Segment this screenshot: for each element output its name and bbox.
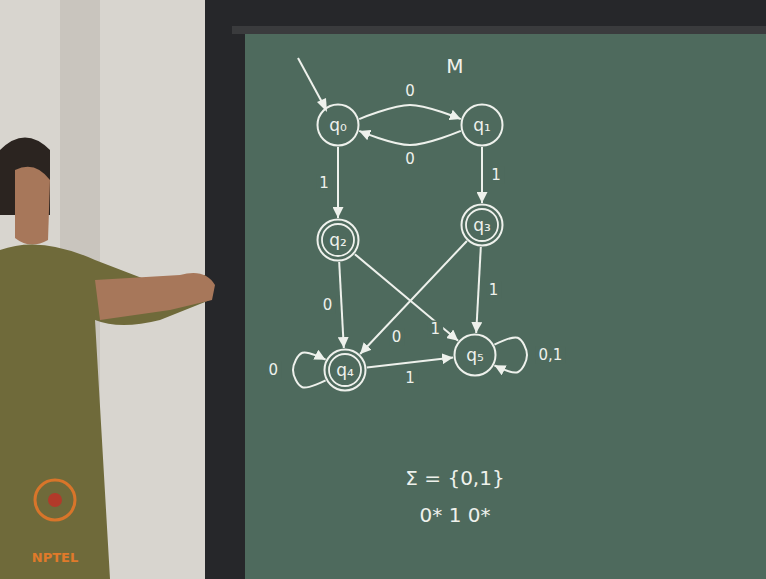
transition-label: 1 xyxy=(316,174,332,191)
state-name: q₃ xyxy=(473,217,491,234)
transition-arrow xyxy=(367,358,453,368)
diagram-title: M xyxy=(446,55,463,77)
transition-arrow xyxy=(293,352,326,387)
accepting-state: q₃ xyxy=(460,203,504,247)
watermark: NPTEL xyxy=(32,551,78,565)
transition-label: 0 xyxy=(402,151,418,168)
start-arrow xyxy=(298,58,323,104)
accepting-ring xyxy=(322,224,354,256)
transition-label: 0 xyxy=(402,83,418,100)
state-ring xyxy=(462,205,503,246)
transition-label: 0 xyxy=(320,297,336,314)
state-ring xyxy=(318,105,359,146)
logo-ring xyxy=(35,480,75,520)
state-circle: q₅ xyxy=(453,333,497,377)
transition-label: 1 xyxy=(486,282,502,299)
state-name: q₁ xyxy=(473,117,491,134)
accepting-state: q₂ xyxy=(316,218,360,262)
state-name: q₂ xyxy=(329,232,347,249)
person-arm xyxy=(95,273,215,320)
person-face xyxy=(15,167,50,245)
state-ring xyxy=(462,105,503,146)
board-frame-lip xyxy=(232,26,766,34)
transition-label: 0 xyxy=(265,362,281,379)
accepting-ring xyxy=(329,354,361,386)
transition-arrow xyxy=(494,337,527,372)
accepting-state: q₄ xyxy=(323,348,367,392)
regex-note: 0* 1 0* xyxy=(420,504,491,526)
transition-arrow xyxy=(481,147,483,203)
state-name: q₄ xyxy=(336,362,354,379)
alphabet-note: Σ = {0,1} xyxy=(405,467,504,489)
transition-arrow xyxy=(360,241,467,354)
transition-arrow xyxy=(337,147,339,218)
state-ring xyxy=(325,350,366,391)
transition-label: 0 xyxy=(389,329,405,346)
transition-arrow xyxy=(339,262,344,348)
transition-label: 1 xyxy=(427,320,443,337)
state-ring xyxy=(318,220,359,261)
transition-arrow xyxy=(359,105,461,119)
logo-core xyxy=(48,493,62,507)
transition-arrow xyxy=(359,131,461,145)
transition-arrow xyxy=(476,247,481,333)
accepting-ring xyxy=(466,209,498,241)
transition-label: 1 xyxy=(402,369,418,386)
state-ring xyxy=(455,335,496,376)
transition-label: 0,1 xyxy=(535,347,565,364)
state-name: q₅ xyxy=(466,347,484,364)
state-name: q₀ xyxy=(329,117,347,134)
state-circle: q₀ xyxy=(316,103,360,147)
state-circle: q₁ xyxy=(460,103,504,147)
transition-label: 1 xyxy=(488,167,504,184)
